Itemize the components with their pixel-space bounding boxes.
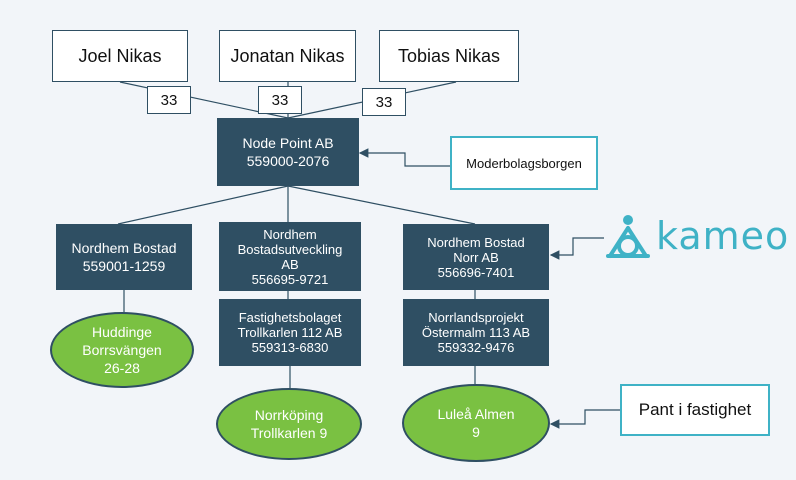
- parent-company-org: 559000-2076: [246, 153, 330, 169]
- kameo-logo-icon: [606, 215, 650, 258]
- note-arrow-logo: [549, 237, 604, 260]
- note-arrow-parent: [358, 148, 450, 167]
- sub-subsidiary-org: 559313-6830: [251, 340, 329, 355]
- parent-guarantee-note: Moderbolagsborgen: [450, 136, 598, 190]
- share-label-joel: 33: [147, 86, 191, 114]
- subsidiary-name: Nordhem Bostad: [71, 240, 177, 256]
- sub-subsidiary-box-1: Fastighetsbolaget Trollkarlen 112 AB 559…: [219, 299, 361, 366]
- sub-subsidiary-org: 559332-9476: [437, 340, 515, 355]
- parent-company-box: Node Point AB 559000-2076: [217, 118, 359, 186]
- property-ellipse-norrkoping: Norrköping Trollkarlen 9: [216, 388, 362, 460]
- subsidiary-org: 556696-7401: [437, 264, 515, 280]
- subsidiary-org: 556695-9721: [251, 271, 329, 287]
- subsidiary-name: Nordhem Bostad Norr AB: [427, 234, 525, 265]
- kameo-logo-text: kameo: [656, 214, 790, 258]
- subsidiary-box-1: Nordhem Bostad 559001-1259: [56, 224, 192, 290]
- sub-subsidiary-box-2: Norrlandsprojekt Östermalm 113 AB 559332…: [403, 299, 549, 366]
- property-pledge-note: Pant i fastighet: [620, 384, 770, 436]
- subsidiary-name: Nordhem Bostadsutveckling AB: [237, 226, 343, 272]
- parent-to-sub-3: [287, 185, 476, 225]
- property-ellipse-lulea: Luleå Almen 9: [402, 384, 550, 462]
- share-label-jonatan: 33: [258, 86, 302, 114]
- parent-company-name: Node Point AB: [242, 135, 334, 151]
- subsidiary-box-2: Nordhem Bostadsutveckling AB 556695-9721: [219, 222, 361, 291]
- sub-subsidiary-name: Fastighetsbolaget Trollkarlen 112 AB: [237, 310, 343, 340]
- subsidiary-box-3: Nordhem Bostad Norr AB 556696-7401: [403, 224, 549, 290]
- share-label-tobias: 33: [362, 88, 406, 116]
- property-ellipse-huddinge: Huddinge Borrsvängen 26-28: [50, 312, 194, 388]
- owner-box-tobias: Tobias Nikas: [379, 30, 519, 82]
- subsidiary-org: 559001-1259: [82, 258, 166, 274]
- parent-to-sub-1: [117, 185, 289, 225]
- sub-subsidiary-name: Norrlandsprojekt Östermalm 113 AB: [421, 310, 531, 340]
- note-arrow-property: [549, 409, 620, 429]
- owner-box-jonatan: Jonatan Nikas: [219, 30, 356, 82]
- owner-box-joel: Joel Nikas: [52, 30, 188, 82]
